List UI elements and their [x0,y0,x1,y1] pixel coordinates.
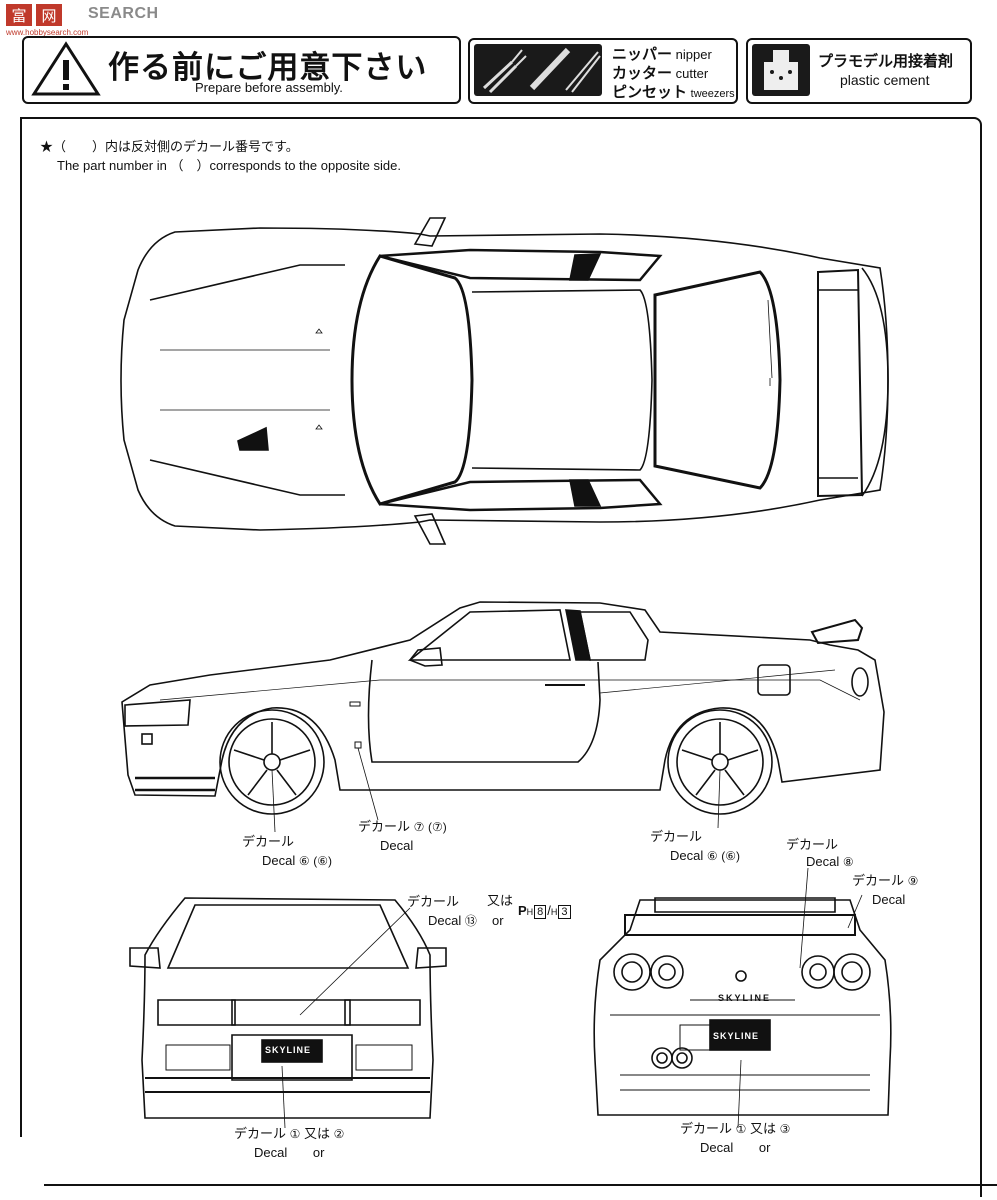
tools-box [468,38,738,104]
decal-number: ⑥ [706,849,718,863]
callout-side-door-en: Decal [380,837,413,854]
callout-side-door: デカール ⑦ (⑦) [358,818,447,836]
decal-number: ⑥ [298,854,310,868]
decal-en: Decal [806,854,840,869]
page-frame-left [20,117,22,1137]
decal-en: Decal [380,838,414,853]
warning-subtitle: Prepare before assembly. [195,80,343,95]
tool-nipper-jp: ニッパー [612,46,673,63]
decal-opposite-number: (⑦) [428,820,447,834]
decal-jp: デカール [358,819,411,834]
callout-rear-plate-en: Decal or [700,1139,770,1156]
or-en: or [758,1140,771,1155]
decal-en: Decal [262,853,296,868]
callout-rear-plate: デカール ① 又は ③ [680,1120,790,1138]
decal-en: Decal [670,848,704,863]
decal-alt-number: ② [333,1127,345,1141]
decal-jp: デカール [650,829,703,844]
watermark-brand: SEARCH [88,5,159,22]
decal-jp: デカール [407,894,460,909]
parts-p-prefix: P [518,903,527,918]
tool-cutter-jp: カッター [612,65,673,82]
front-plate-text: SKYLINE [265,1045,312,1055]
decal-jp: デカール [680,1121,733,1136]
decal-en: Decal [700,1140,734,1155]
callout-rear-wing: デカール [786,836,838,853]
decal-jp: デカール [242,834,295,849]
svg-text:网: 网 [41,7,56,25]
warning-box [22,36,461,104]
rear-badge-text: SKYLINE [718,993,772,1003]
tool-nipper-en: nipper [675,47,712,62]
callout-front-plate-en: Decal or [254,1144,324,1161]
page-frame-bottom [44,1184,997,1186]
decal-jp: デカール [852,873,905,888]
decal-number: ⑧ [842,855,854,869]
decal-en: Decal [428,913,462,928]
svg-text:富: 富 [11,7,26,25]
decal-number: ① [735,1122,747,1136]
callout-side-front-wheel-en: Decal ⑥ (⑥) [262,852,332,870]
decal-jp: デカール [786,837,839,852]
callout-side-rear-wheel-en: Decal ⑥ (⑥) [670,847,740,865]
decal-alt-number: ③ [779,1122,791,1136]
callout-side-front-wheel: デカール [242,833,294,850]
decal-opposite-number: (⑥) [313,854,333,868]
cement-bottle-icon [752,44,810,96]
or-en: or [492,913,504,928]
decal-number: ① [289,1127,301,1141]
decal-en: Decal [872,892,906,907]
tool-cutter-en: cutter [675,66,709,81]
page-frame [20,117,982,1197]
callout-rear-side: デカール ⑨ [852,872,918,890]
cement-label-en: plastic cement [840,72,930,88]
tool-tweezers-jp: ピンセット [612,84,688,101]
tool-cutter: カッター cutter [612,62,708,83]
or-jp: 又は [487,893,514,908]
note-en: The part number in （ ）corresponds to the… [57,158,401,173]
decal-number: ⑨ [907,874,919,888]
callout-side-rear-wheel: デカール [650,828,702,845]
parts-h-prefix: H [550,907,558,917]
watermark-url: www.hobbysearch.com [6,28,89,37]
note-jp: ★（ ）内は反対側のデカール番号です。 [40,139,299,154]
or-jp: 又は [750,1121,777,1136]
parts-p-sub: H [526,907,534,917]
decal-opposite-number: (⑥) [721,849,741,863]
tool-tweezers-en: tweezers [690,88,735,100]
callout-front-emblem: デカール [407,893,459,910]
cement-label-jp: プラモデル用接着剤 [818,53,954,70]
decal-en: Decal [254,1145,288,1160]
or-jp: 又は [304,1126,331,1141]
callout-rear-side-en: Decal [872,891,905,908]
or-en: or [312,1145,325,1160]
decal-number: ⑦ [413,820,425,834]
parts-p-number: 8 [534,905,547,919]
warning-title: 作る前にご用意下さい [108,50,428,85]
parts-h-number: 3 [558,905,571,919]
callout-front-emblem-en: Decal ⑬ [428,912,477,930]
cement-box [746,38,972,104]
tool-tweezers: ピンセット tweezers [612,81,735,102]
rear-plate-text: SKYLINE [713,1031,760,1041]
hobby-search-logo-icon: 富 网 [6,4,62,26]
callout-rear-wing-en: Decal ⑧ [806,853,854,871]
tool-nipper: ニッパー nipper [612,43,712,64]
decal-number: ⑬ [464,914,477,928]
decal-jp: デカール [234,1126,287,1141]
tools-image [474,44,602,96]
callout-front-plate: デカール ① 又は ② [234,1125,344,1143]
